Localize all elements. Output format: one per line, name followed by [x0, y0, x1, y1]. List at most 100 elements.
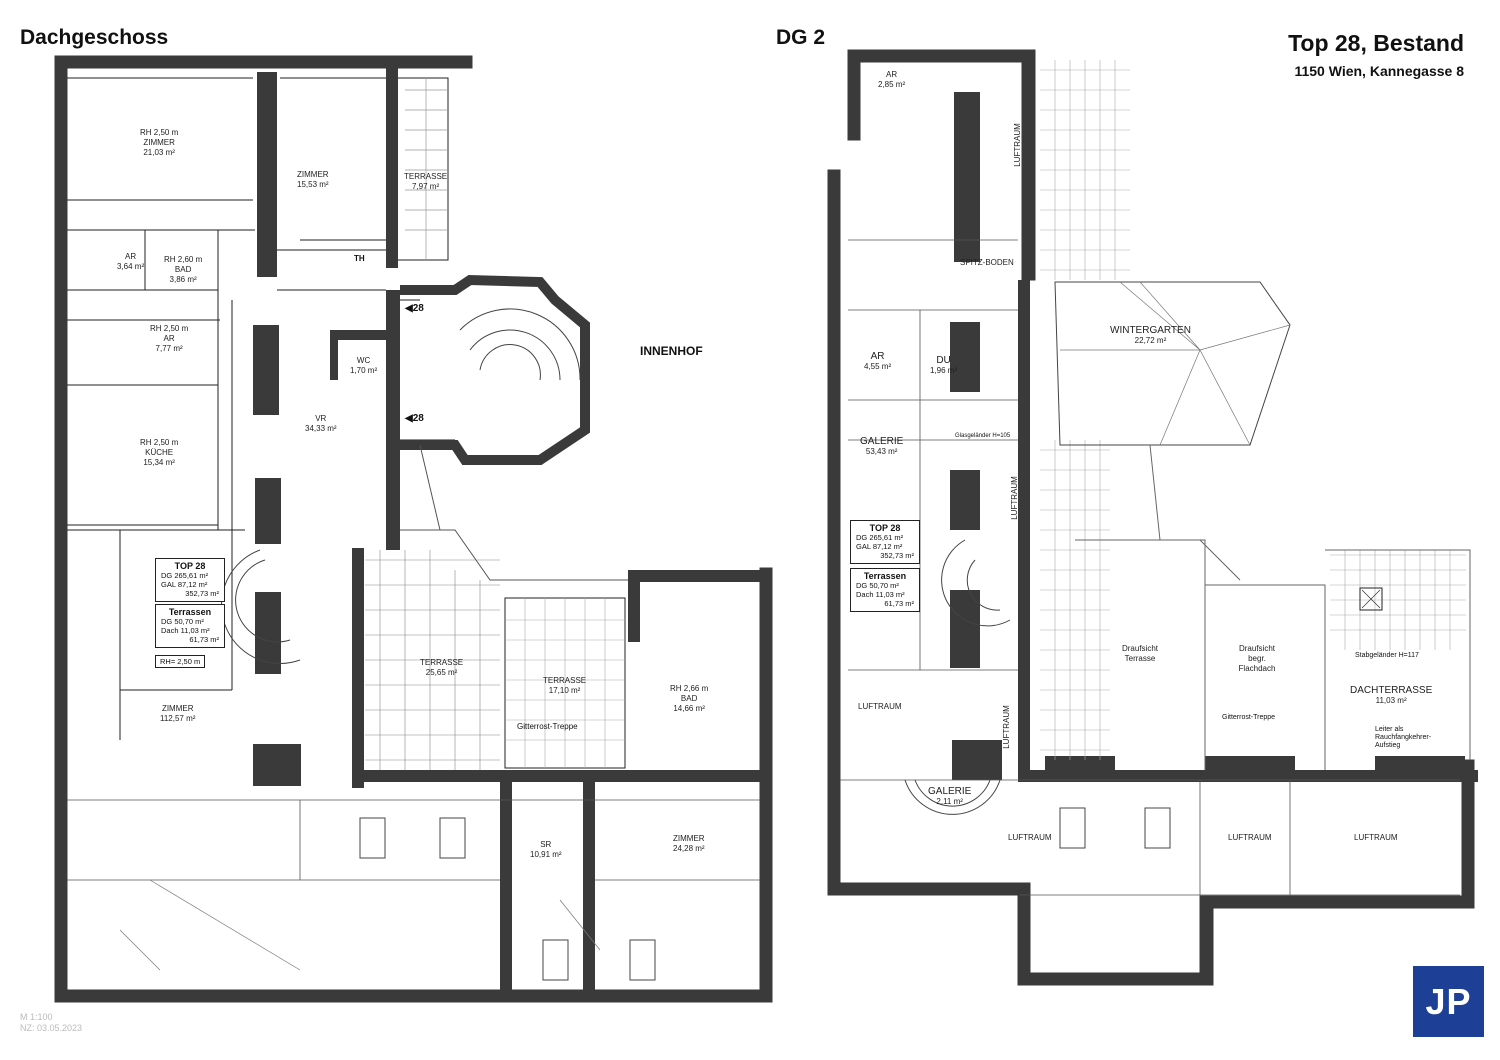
partition — [919, 310, 1291, 895]
interior-wall — [500, 782, 512, 990]
dg-outer-wall — [54, 55, 773, 1003]
innenhof-label: INNENHOF — [640, 344, 703, 358]
project-title: Top 28, Bestand — [1288, 30, 1464, 56]
dg2-room-spitzboden: SPITZ-BODEN — [960, 258, 1014, 267]
summary-box-left: TOP 28 DG 265,61 m² GAL 87,12 m² 352,73 … — [155, 558, 225, 602]
rh-box: RH= 2,50 m — [155, 655, 206, 668]
boundary — [400, 529, 628, 581]
dg2-draufsicht-flachdach: Draufsicht begr. Flachdach — [1238, 644, 1276, 673]
interior-wall — [628, 570, 768, 582]
terrassen-box-left: Terrassen DG 50,70 m² Dach 11,03 m² 61,7… — [155, 604, 225, 648]
jp-logo: JP — [1413, 966, 1484, 1037]
galerie-bay — [904, 779, 1001, 815]
skylight — [1059, 807, 1086, 849]
stabgelaender-label: Stabgeländer H=117 — [1355, 652, 1419, 659]
wintergarten — [1054, 281, 1291, 446]
header-mid-title: DG 2 — [776, 26, 826, 49]
dg2-room-luftraum-5: LUFTRAUM — [1008, 833, 1052, 842]
boundary — [419, 444, 441, 531]
project-address: 1150 Wien, Kannegasse 8 — [1294, 63, 1464, 79]
interior-wall — [386, 68, 398, 268]
chimney — [257, 72, 277, 277]
interior-wall — [583, 782, 595, 990]
terrassen-box-right: Terrassen DG 50,70 m² Dach 11,03 m² 61,7… — [850, 568, 920, 612]
skylight — [1144, 807, 1171, 849]
stair-tower — [400, 274, 590, 465]
dg2-room-luftraum-7: LUFTRAUM — [1354, 833, 1398, 842]
dg2-wall — [1018, 280, 1030, 775]
chimney — [253, 325, 279, 415]
dg2-draufsicht-terrasse: Draufsicht Terrasse — [1121, 644, 1158, 663]
wintergarten-ribs — [1060, 281, 1291, 446]
chimney — [1045, 756, 1115, 778]
skylight — [542, 939, 569, 981]
chimney — [952, 740, 1002, 780]
dg2-room-luftraum-6: LUFTRAUM — [1228, 833, 1272, 842]
skylight — [439, 817, 466, 859]
chimney — [255, 592, 281, 674]
roof-tiles — [1040, 60, 1466, 760]
chimney — [1375, 756, 1465, 778]
dg2-room-luftraum-2: LUFTRAUM — [1009, 476, 1019, 520]
spiral-stair — [459, 308, 581, 381]
chimney — [950, 470, 980, 530]
spiral-stair-dg2 — [941, 539, 1011, 627]
scale-info: M 1:100 NZ: 03.05.2023 — [20, 1012, 82, 1034]
stair-mark-1: ◀28 — [405, 303, 424, 314]
dg2-room-luftraum-4: LUFTRAUM — [1001, 705, 1011, 749]
dg2-room-luftraum-1: LUFTRAUM — [1012, 123, 1022, 167]
stair-mark-2: ◀28 — [405, 413, 424, 424]
interior-wall — [330, 330, 338, 380]
glasgelaender-label: Glasgeländer H=105 — [955, 433, 1011, 439]
interior-wall — [386, 290, 400, 550]
scale-label: M 1:100 — [20, 1012, 53, 1022]
terrace-tiles — [365, 550, 500, 770]
chimney — [950, 590, 980, 668]
skylight — [359, 817, 386, 859]
summary-box-right: TOP 28 DG 265,61 m² GAL 87,12 m² 352,73 … — [850, 520, 920, 564]
gitterrost-label-1: Gitterrost-Treppe — [517, 722, 578, 731]
chimney — [954, 92, 980, 262]
interior-wall — [352, 548, 364, 788]
chimney — [255, 478, 281, 544]
chimney — [1205, 756, 1295, 778]
date-label: NZ: 03.05.2023 — [20, 1023, 83, 1033]
terrace-grid — [405, 78, 448, 260]
dg2-outer-wall — [828, 759, 1475, 986]
th-label: TH — [354, 254, 365, 263]
dg2-outer-wall — [847, 49, 1036, 281]
chimney — [253, 744, 301, 786]
spiral-stair-small — [221, 549, 301, 665]
partition — [67, 77, 449, 261]
leiter-label: Leiter als Rauchfangkehrer-Aufstieg — [1375, 726, 1432, 749]
partition — [67, 799, 760, 881]
roof-hatch — [119, 879, 601, 971]
skylight — [629, 939, 656, 981]
skylight — [1359, 587, 1383, 611]
interior-wall — [330, 330, 400, 340]
interior-wall — [352, 770, 762, 782]
gitterrost-label-2: Gitterrost-Treppe — [1222, 714, 1276, 721]
header-left-title: Dachgeschoss — [20, 26, 169, 49]
chimney — [950, 322, 980, 392]
